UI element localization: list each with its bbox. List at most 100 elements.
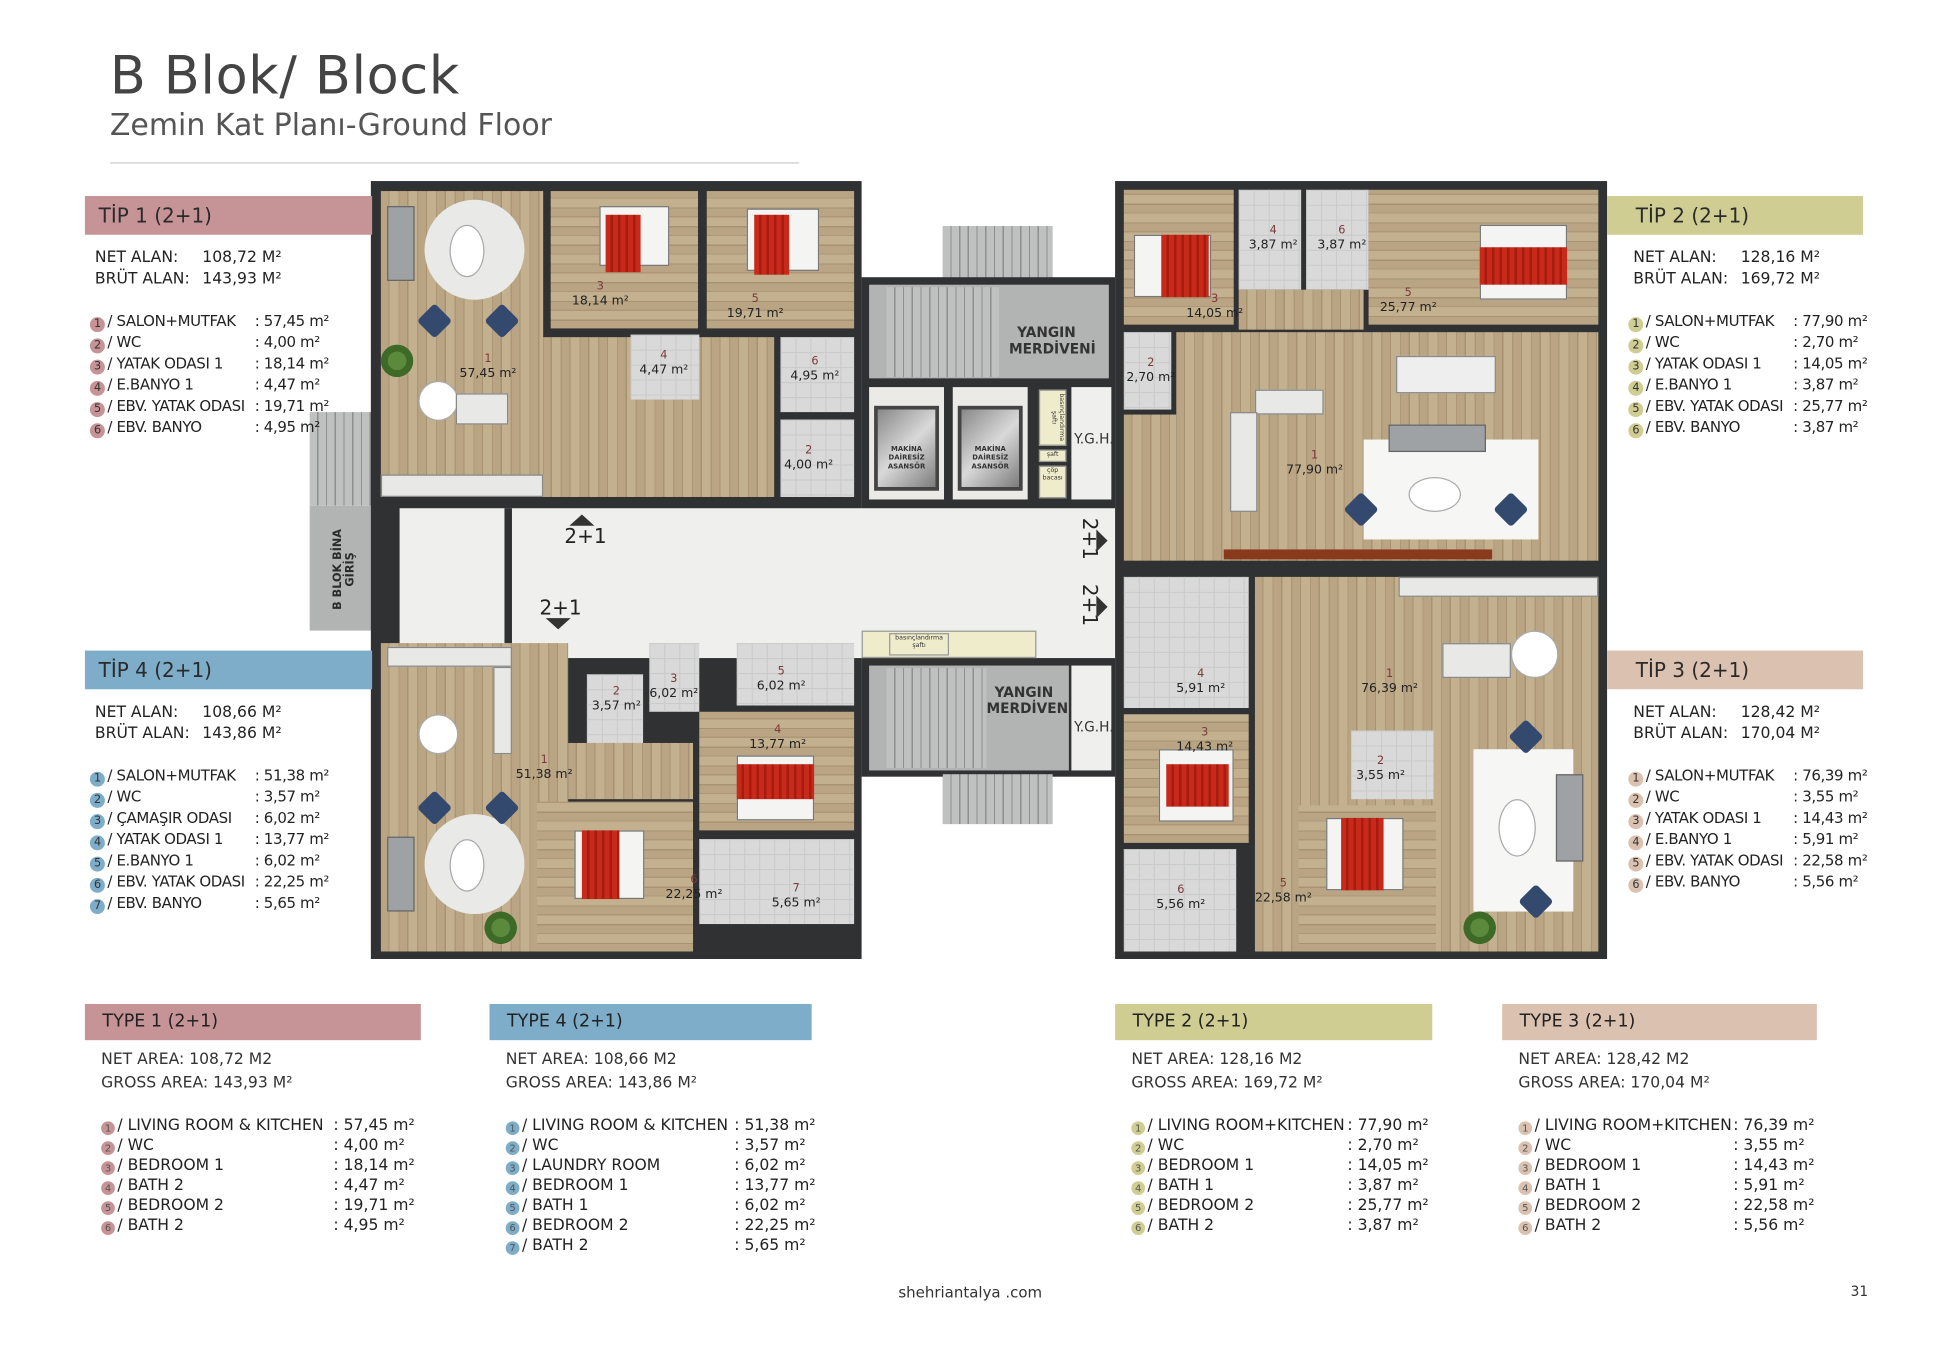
type4-bath-7: [699, 839, 855, 925]
net-area: NET AREA: 128,16 M2: [1131, 1048, 1303, 1068]
area-label: NET ALAN:: [94, 247, 179, 266]
type3-dining-table: [1510, 630, 1559, 679]
type4-kitchen-counter: [387, 646, 512, 667]
room-name: / WC: [521, 1135, 559, 1154]
room-row: 2/ WC: 2,70 m²: [1628, 332, 1863, 354]
room-name: / BATH 2: [117, 1214, 184, 1234]
ygh-lobby-upper: [1071, 387, 1112, 500]
room-row: 6/ BATH 2: 5,56 m²: [1518, 1215, 1816, 1235]
room-area: : 5,91 m²: [1793, 830, 1859, 848]
number-badge-icon: 3: [89, 359, 105, 375]
room-row: 2/ WC: 3,55 m²: [1628, 787, 1863, 808]
room-area: : 4,47 m²: [254, 375, 321, 394]
arrow-right-icon: [1096, 595, 1108, 619]
room-area: : 22,25 m²: [254, 872, 330, 891]
area-label: NET ALAN:: [94, 701, 179, 721]
room-area: : 14,43 m²: [1793, 809, 1868, 827]
area-row: BRÜT ALAN:143,93 M²: [95, 267, 372, 288]
pressurization-shaft: basınçlandırma şaftı: [889, 633, 950, 656]
floor-plan: B BLOK BİNA GİRİŞ 2+1 2+1 2+1 2+: [309, 181, 1608, 960]
room-name: / EBV. BANYO: [107, 894, 202, 912]
room-row: 3/ BEDROOM 1: 18,14 m²: [101, 1155, 421, 1176]
room-name: / EBV. BANYO: [1645, 872, 1741, 891]
room-row: 5/ EBV. YATAK ODASI: 22,58 m²: [1628, 850, 1868, 872]
room-row: 2/ WC: 3,55 m²: [1518, 1135, 1816, 1156]
type2-entry: [1123, 414, 1177, 561]
area-value: 143,93 M²: [202, 268, 282, 288]
number-badge-icon: 3: [1518, 1161, 1533, 1176]
elevator-car-2: [957, 405, 1023, 491]
area-row: NET ALAN:108,66 M²: [95, 701, 372, 722]
room-name: / BEDROOM 1: [1147, 1155, 1255, 1174]
room-name: / YATAK ODASI 1: [1645, 809, 1762, 827]
room-row: 4/ BATH 1: 5,91 m²: [1518, 1175, 1816, 1196]
page-number: 31: [1850, 1283, 1869, 1300]
room-area: : 51,38 m²: [734, 1115, 816, 1134]
type2-bench: [1223, 549, 1493, 560]
room-row: 1/ LIVING ROOM & KITCHEN: 57,45 m²: [101, 1115, 421, 1136]
room-name: / LIVING ROOM+KITCHEN: [1534, 1115, 1732, 1134]
type2-bath-6: [1306, 189, 1369, 290]
room-row: 5/ BEDROOM 2: 22,58 m²: [1518, 1195, 1816, 1215]
type3-kitchen-counter: [1398, 576, 1599, 597]
room-name: / LIVING ROOM & KITCHEN: [521, 1115, 729, 1134]
type3-sofa: [1555, 774, 1584, 862]
room-row: 2/ WC: 4,00 m²: [101, 1135, 421, 1156]
panel-header: TYPE 4 (2+1): [489, 1003, 812, 1041]
room-row: 5/ EBV. YATAK ODASI: 25,77 m²: [1628, 396, 1868, 418]
room-name: / EBV. BANYO: [107, 418, 202, 436]
number-badge-icon: 1: [89, 317, 105, 333]
elevator-label-1: MAKİNA DAİRESİZ ASANSÖR: [887, 445, 926, 471]
number-badge-icon: 6: [505, 1221, 520, 1235]
page-title: B Blok/ Block: [109, 44, 460, 107]
area-value: 143,86 M²: [202, 722, 282, 742]
number-badge-icon: 3: [101, 1161, 115, 1176]
room-area: : 18,14 m²: [254, 354, 330, 373]
type4-blanket-6: [581, 830, 620, 900]
room-area: : 22,58 m²: [1793, 851, 1868, 870]
type4-wc-2: [586, 674, 644, 743]
type2-coffee-table: [1408, 477, 1461, 512]
room-area: : 3,57 m²: [734, 1135, 806, 1154]
pressurization-shaft: basınçlandırma şaftı: [1038, 389, 1067, 446]
number-badge-icon: 2: [89, 792, 105, 808]
area-value: 170,04 M²: [1740, 722, 1820, 742]
room-name: / WC: [1534, 1135, 1572, 1154]
room-area: : 57,45 m²: [333, 1115, 415, 1134]
room-name: / BEDROOM 1: [521, 1175, 629, 1194]
room-area: : 4,47 m²: [333, 1175, 405, 1194]
room-row: 1/ SALON+MUTFAK: 57,45 m²: [89, 311, 372, 333]
type4-dining-table: [418, 714, 459, 755]
room-row: 2/ WC: 2,70 m²: [1131, 1135, 1432, 1156]
room-area: : 3,55 m²: [1733, 1135, 1805, 1154]
gross-area: GROSS AREA: 170,04 M²: [1518, 1072, 1710, 1091]
fire-stairs-lower-steps: [886, 668, 987, 768]
type2-blanket-5: [1479, 247, 1568, 285]
room-name: / BEDROOM 1: [117, 1155, 224, 1174]
panel-header: TYPE 2 (2+1): [1115, 1003, 1433, 1041]
type1-dining-table: [418, 380, 459, 421]
room-row: 5/ BEDROOM 2: 19,71 m²: [101, 1195, 421, 1215]
room-area: : 13,77 m²: [254, 830, 330, 848]
number-badge-icon: 5: [101, 1201, 115, 1215]
elevator-label-2: MAKİNA DAİRESİZ ASANSÖR: [971, 445, 1009, 471]
type2-bath-4: [1238, 189, 1302, 290]
area-label: NET ALAN:: [1633, 247, 1717, 266]
type3-wc-2: [1351, 730, 1434, 800]
room-row: 4/ BATH 2: 4,47 m²: [101, 1175, 421, 1196]
area-row: NET ALAN:128,42 M²: [1633, 701, 1863, 722]
room-row: 4/ E.BANYO 1: 5,91 m²: [1628, 829, 1863, 851]
number-badge-icon: 2: [1628, 338, 1644, 354]
room-area: : 51,38 m²: [254, 766, 330, 785]
